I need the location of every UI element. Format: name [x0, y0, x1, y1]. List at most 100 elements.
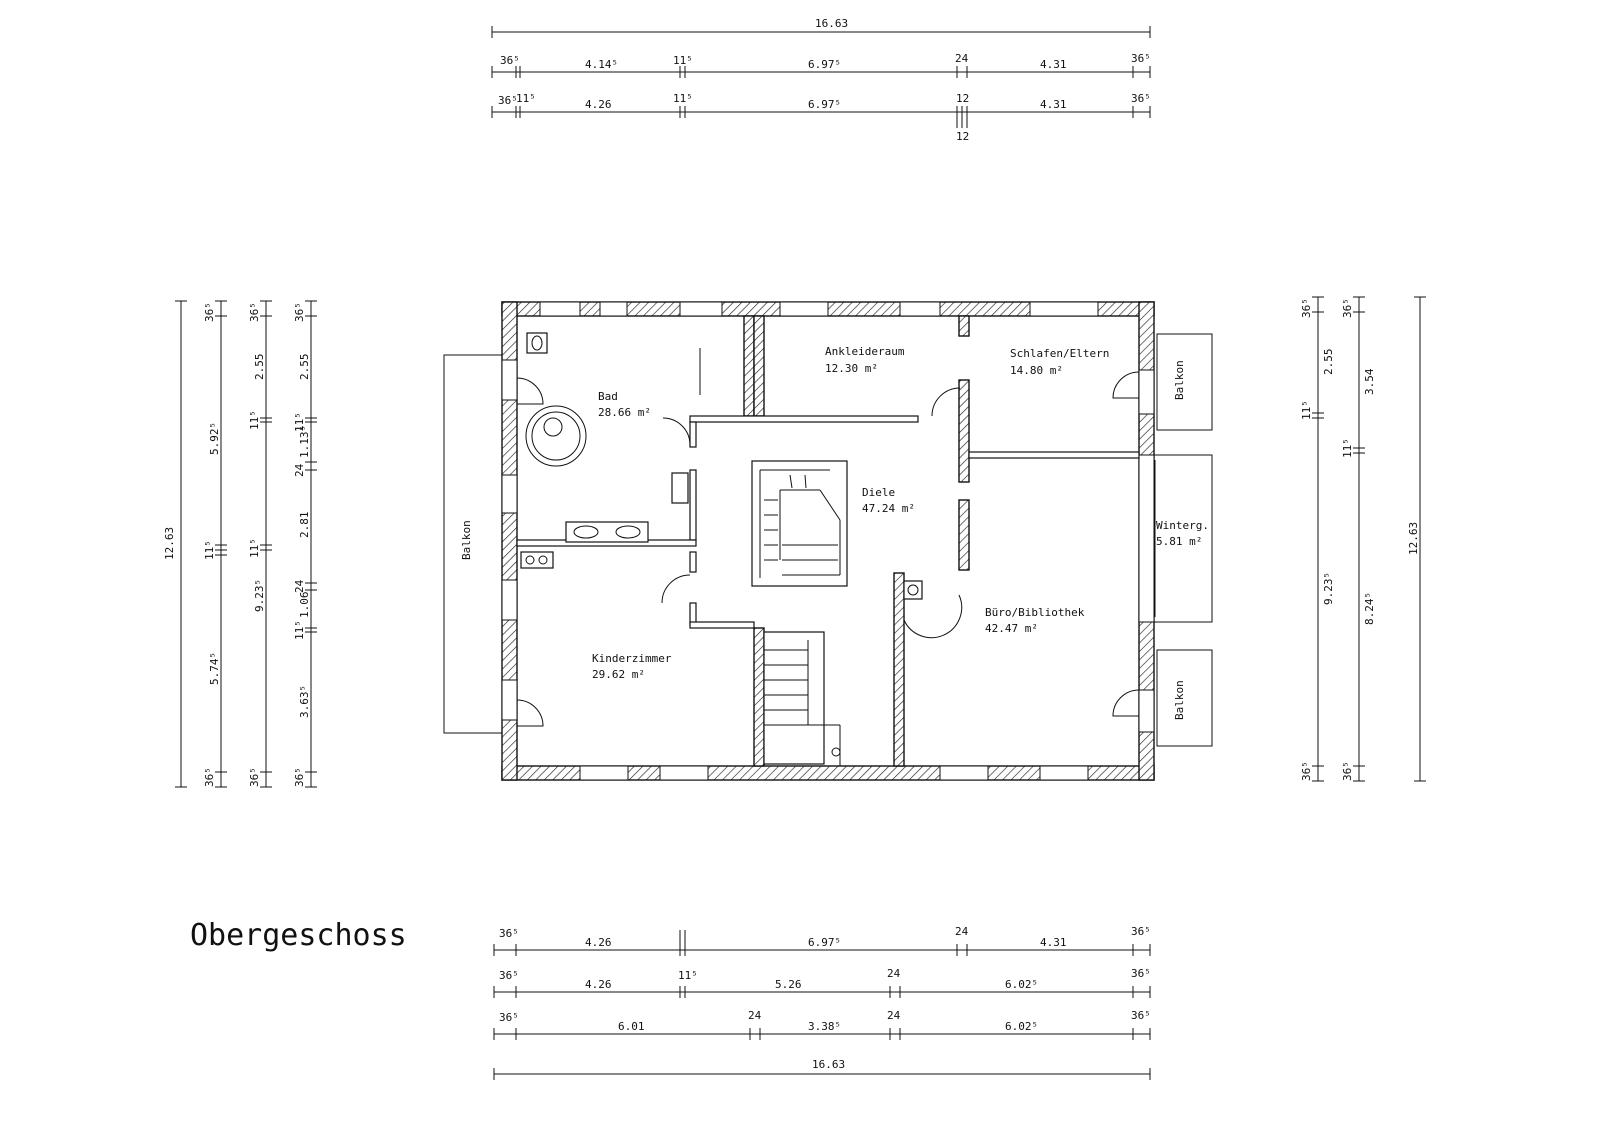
room-winterg-name: Winterg.	[1156, 519, 1209, 532]
balcony-right-bottom	[1156, 649, 1213, 747]
bottom-row1-dim: 4.31	[1040, 936, 1067, 949]
doors	[516, 371, 1140, 727]
right-col1-dim: 36⁵	[1300, 761, 1313, 781]
bottom-row2-dim: 5.26	[775, 978, 802, 991]
room-schlafen-area: 14.80 m²	[1010, 364, 1063, 377]
room-schlafen-name: Schlafen/Eltern	[1010, 347, 1109, 360]
left-col1-dim: 5.74⁵	[208, 652, 221, 685]
bottom-row1-dim: 6.97⁵	[808, 936, 841, 949]
left-col2-dim: 11⁵	[248, 538, 261, 558]
bottom-row2-dim: 6.02⁵	[1005, 978, 1038, 991]
left-col2-dim: 36⁵	[248, 767, 261, 787]
room-bad-area: 28.66 m²	[598, 406, 651, 419]
left-col3-dim: 36⁵	[293, 302, 306, 322]
stair-lower	[763, 631, 841, 766]
bottom-row1-dim: 4.26	[585, 936, 612, 949]
right-col2-dim: 8.24⁵	[1363, 592, 1376, 625]
bottom-row2-dim: 4.26	[585, 978, 612, 991]
left-col3-dim: 2.55	[298, 354, 311, 381]
bottom-row1-dim: 24	[955, 925, 969, 938]
bottom-row1-dim: 36⁵	[1131, 925, 1151, 938]
top-row1-dim: 11⁵	[673, 54, 693, 67]
top-row2-dim: 4.31	[1040, 98, 1067, 111]
balcony-left	[443, 354, 505, 734]
left-col1-dim: 11⁵	[203, 540, 216, 560]
room-ankleide-area: 12.30 m²	[825, 362, 878, 375]
top-dimension-chain: 16.63 36⁵ 4.14⁵ 11⁵ 6.97⁵ 24 4.31 36⁵ 36…	[491, 17, 1151, 143]
bottom-row3-dim: 3.38⁵	[808, 1020, 841, 1033]
bottom-row3-dim: 6.01	[618, 1020, 645, 1033]
room-buero-name: Büro/Bibliothek	[985, 606, 1085, 619]
top-row1-dim: 24	[955, 52, 969, 65]
left-dimension-chain: 12.63 36⁵ 5.92⁵ 11⁵ 5.74⁵ 36⁵ 36⁵ 2.55 1…	[163, 300, 317, 788]
plan-title: Obergeschoss	[190, 918, 407, 953]
windows-top	[539, 301, 1099, 317]
right-col2-dim: 3.54	[1363, 368, 1376, 395]
room-winterg-area: 5.81 m²	[1156, 535, 1202, 548]
kinder-fixture	[520, 551, 554, 569]
bottom-row2-dim: 36⁵	[1131, 967, 1151, 980]
left-col3-dim: 24	[293, 579, 306, 593]
left-col2-dim: 2.55	[253, 354, 266, 381]
windows-sides	[501, 359, 1155, 733]
room-diele-name: Diele	[862, 486, 895, 499]
right-col2-dim: 11⁵	[1341, 438, 1354, 458]
top-overall-dim: 16.63	[815, 17, 848, 30]
balcony-right-top-label: Balkon	[1173, 360, 1186, 400]
bottom-row3-dim: 24	[887, 1009, 901, 1022]
left-col2-dim: 11⁵	[248, 410, 261, 430]
bottom-row2-dim: 36⁵	[499, 969, 519, 982]
interior-walls	[516, 315, 1140, 767]
left-overall-dim: 12.63	[163, 527, 176, 560]
top-row1-dim: 36⁵	[500, 54, 520, 67]
top-row2-dim: 11⁵	[516, 92, 536, 105]
left-col3-dim: 3.63⁵	[298, 685, 311, 718]
left-col3-dim: 24	[293, 463, 306, 477]
top-row2-dim: 4.26	[585, 98, 612, 111]
bottom-overall-dim: 16.63	[812, 1058, 845, 1071]
room-diele-area: 47.24 m²	[862, 502, 915, 515]
room-kinder-area: 29.62 m²	[592, 668, 645, 681]
right-col1-dim: 11⁵	[1300, 400, 1313, 420]
left-col3-dim: 11⁵	[293, 620, 306, 640]
windows-bottom	[579, 765, 1089, 781]
right-overall-dim: 12.63	[1407, 522, 1420, 555]
bottom-row3-dim: 24	[748, 1009, 762, 1022]
top-row1-dim: 36⁵	[1131, 52, 1151, 65]
left-col3-dim: 1.13⁵	[298, 425, 311, 458]
bottom-dimension-chain: 36⁵ 4.26 6.97⁵ 24 4.31 36⁵ 36⁵ 4.26 11⁵ …	[493, 925, 1151, 1080]
bottom-row2-dim: 24	[887, 967, 901, 980]
top-row2-below-dim: 12	[956, 130, 969, 143]
bottom-row1-dim: 36⁵	[499, 927, 519, 940]
left-col1-dim: 36⁵	[203, 302, 216, 322]
right-dimension-chain: 36⁵ 2.55 11⁵ 9.23⁵ 36⁵ 36⁵ 3.54 11⁵ 8.24…	[1300, 296, 1426, 782]
left-col3-dim: 2.81	[298, 512, 311, 539]
top-row2-dim: 36⁵	[498, 94, 518, 107]
left-col2-dim: 9.23⁵	[253, 579, 266, 612]
bottom-row3-dim: 6.02⁵	[1005, 1020, 1038, 1033]
room-bad-name: Bad	[598, 390, 618, 403]
balcony-right-bottom-label: Balkon	[1173, 680, 1186, 720]
left-col2-dim: 36⁵	[248, 302, 261, 322]
top-row1-dim: 4.31	[1040, 58, 1067, 71]
right-col1-dim: 9.23⁵	[1322, 572, 1335, 605]
room-ankleide-name: Ankleideraum	[825, 345, 905, 358]
right-col2-dim: 36⁵	[1341, 298, 1354, 318]
right-col1-dim: 2.55	[1322, 349, 1335, 376]
left-col3-dim: 11⁵	[293, 412, 306, 432]
top-row2-dim: 6.97⁵	[808, 98, 841, 111]
bottom-row3-dim: 36⁵	[499, 1011, 519, 1024]
bottom-row3-dim: 36⁵	[1131, 1009, 1151, 1022]
balcony-left-label: Balkon	[460, 520, 473, 560]
balcony-right-top	[1156, 333, 1213, 431]
top-row1-dim: 6.97⁵	[808, 58, 841, 71]
room-kinder-name: Kinderzimmer	[592, 652, 672, 665]
stair-upper	[759, 469, 841, 578]
top-row2-dim: 12	[956, 92, 969, 105]
left-col1-dim: 36⁵	[203, 767, 216, 787]
bottom-row2-dim: 11⁵	[678, 969, 698, 982]
bath-fixtures	[525, 332, 701, 543]
chimney	[903, 580, 923, 600]
left-col3-dim: 1.06	[298, 592, 311, 619]
